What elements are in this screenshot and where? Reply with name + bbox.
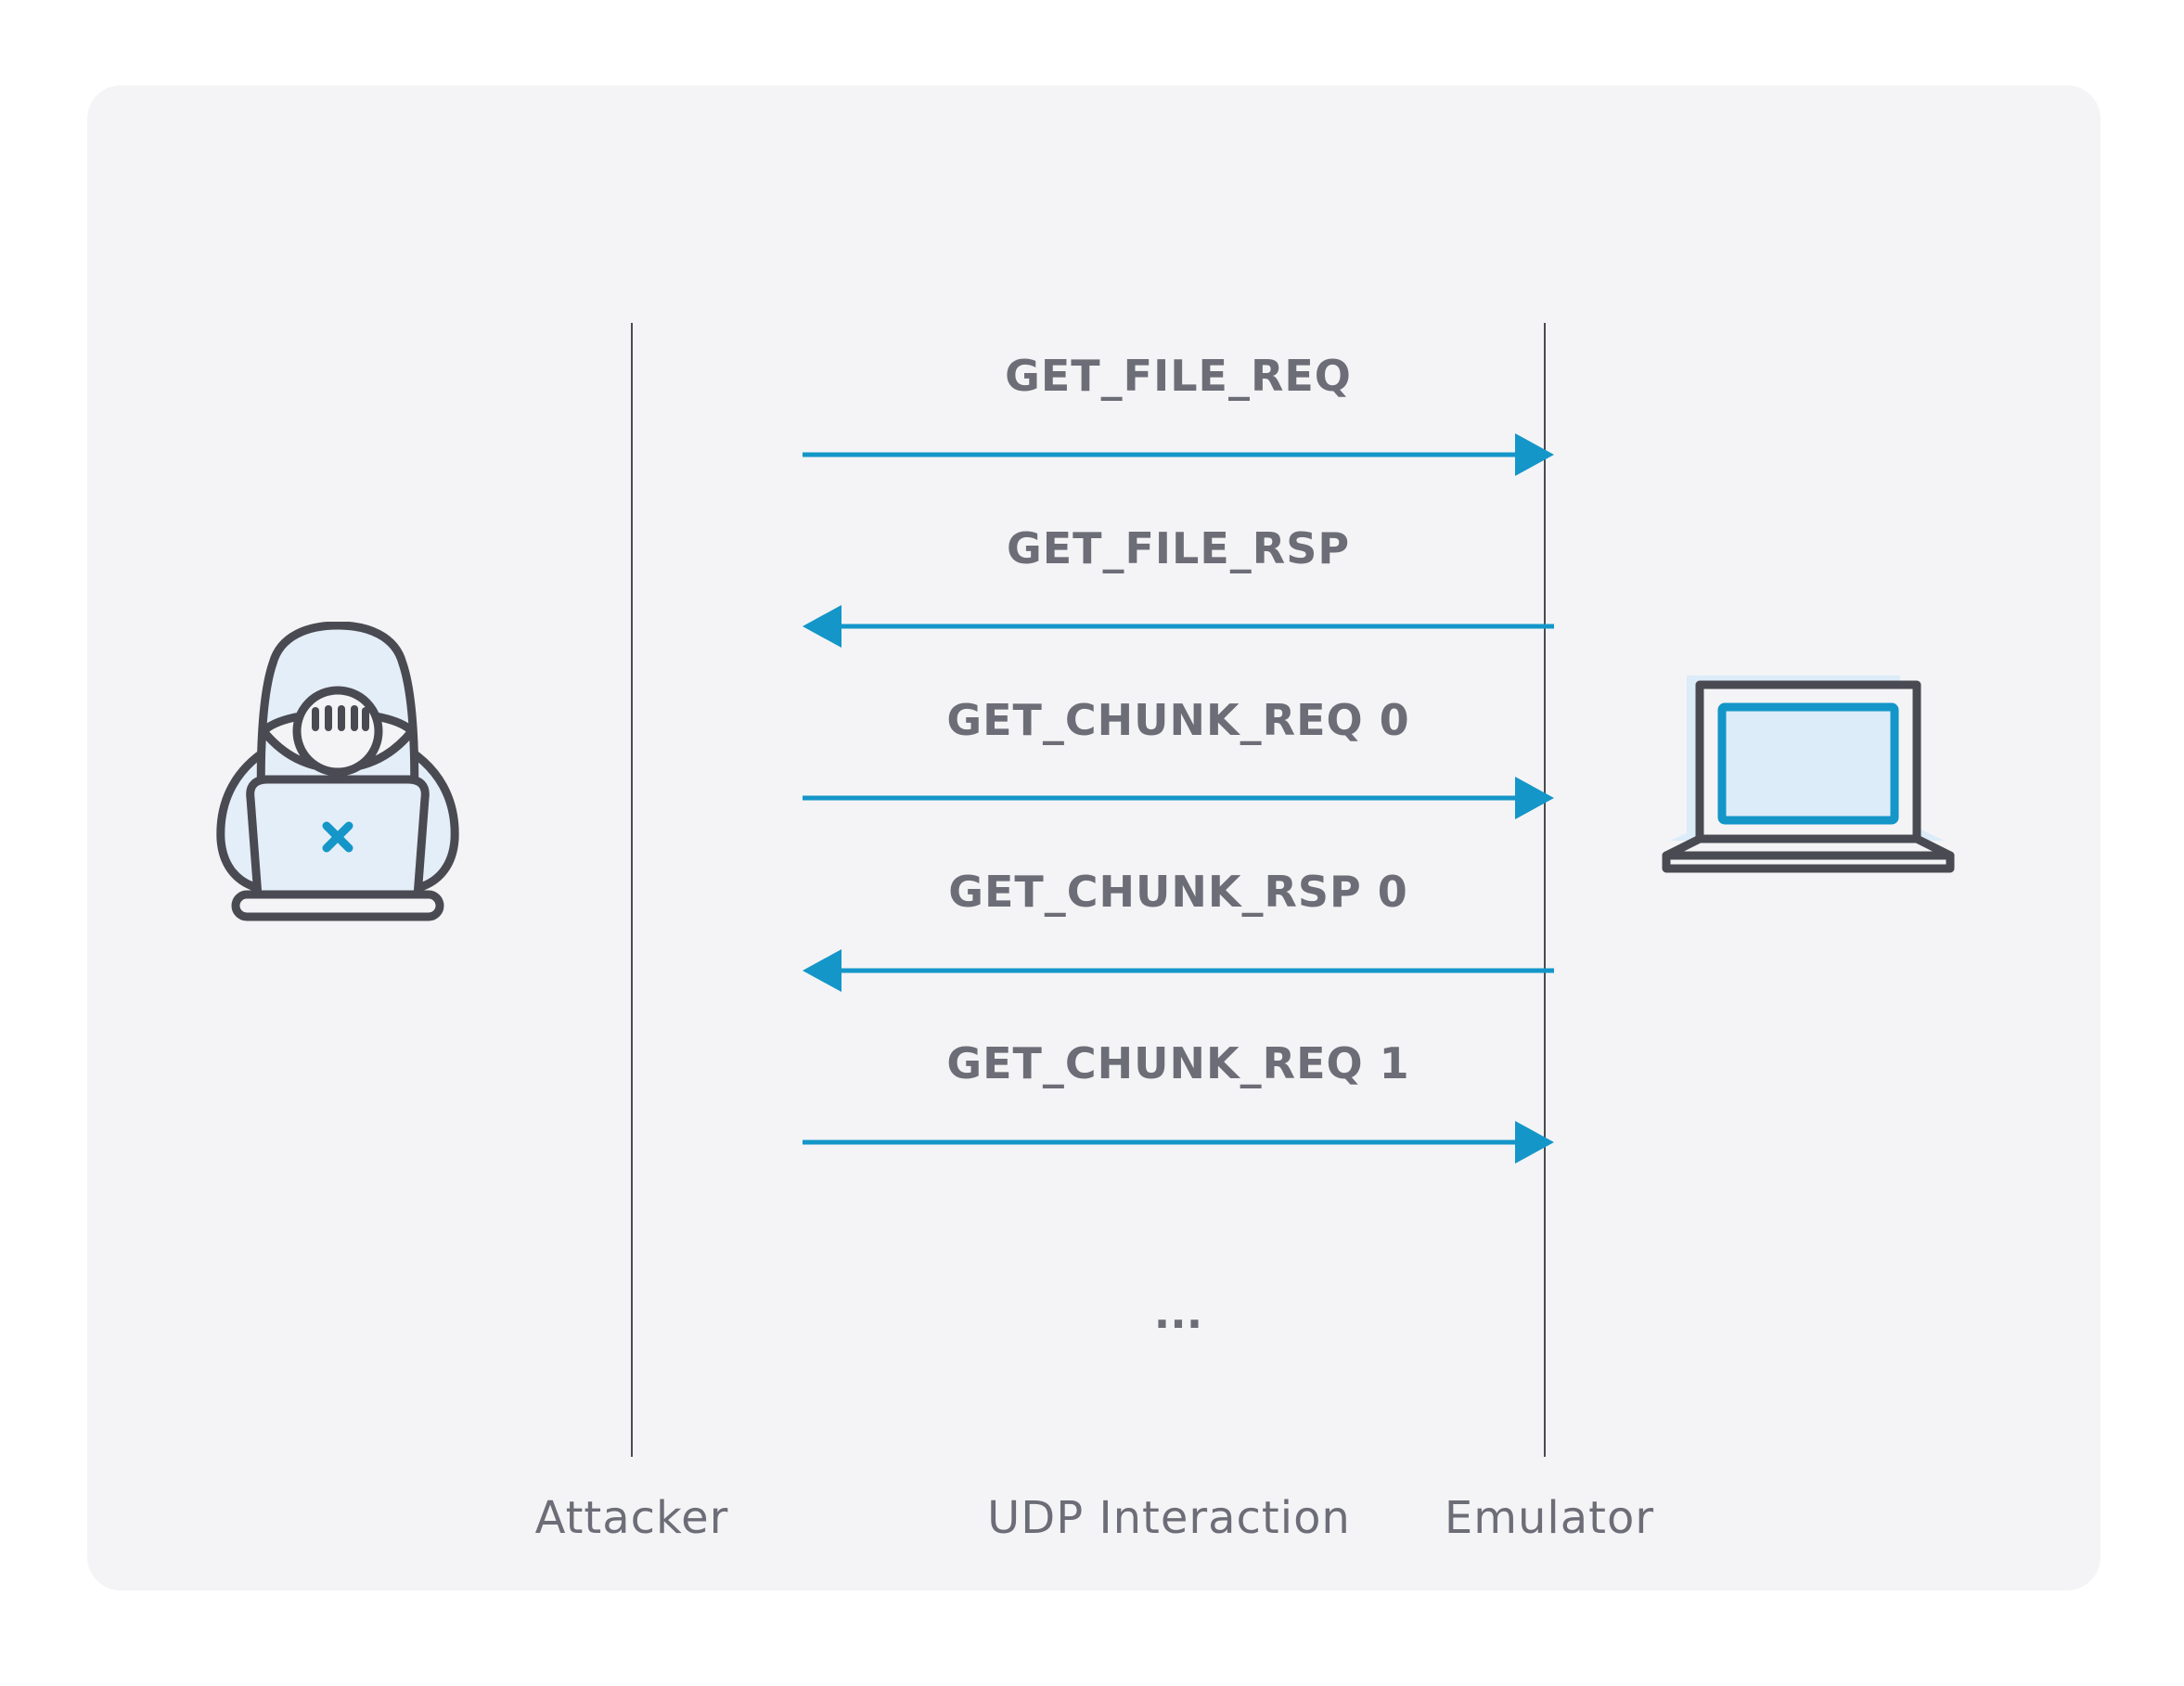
hacker-icon (216, 622, 459, 921)
emulator-lifeline (1544, 323, 1546, 1457)
arrow-left (803, 949, 1554, 992)
arrow-right (803, 1121, 1554, 1164)
diagram-panel: GET_FILE_REQ GET_FILE_RSP GET_CHUNK_REQ … (87, 85, 2100, 1590)
message-label: GET_CHUNK_REQ 1 (946, 1038, 1410, 1088)
attacker-label: Attacker (534, 1492, 729, 1544)
arrow-left (803, 605, 1554, 648)
message-label: GET_CHUNK_REQ 0 (946, 695, 1410, 745)
arrow-right (803, 433, 1554, 476)
attacker-lifeline (631, 323, 633, 1457)
message-label: GET_FILE_REQ (1005, 351, 1352, 401)
emulator-label: Emulator (1444, 1492, 1655, 1544)
continuation-ellipsis: ... (1153, 1288, 1203, 1338)
message-label: GET_CHUNK_RSP 0 (948, 867, 1408, 917)
laptop-icon (1662, 676, 1955, 873)
arrow-right (803, 777, 1554, 819)
udp-interaction-label: UDP Interaction (987, 1492, 1351, 1544)
message-label: GET_FILE_RSP (1006, 523, 1351, 573)
